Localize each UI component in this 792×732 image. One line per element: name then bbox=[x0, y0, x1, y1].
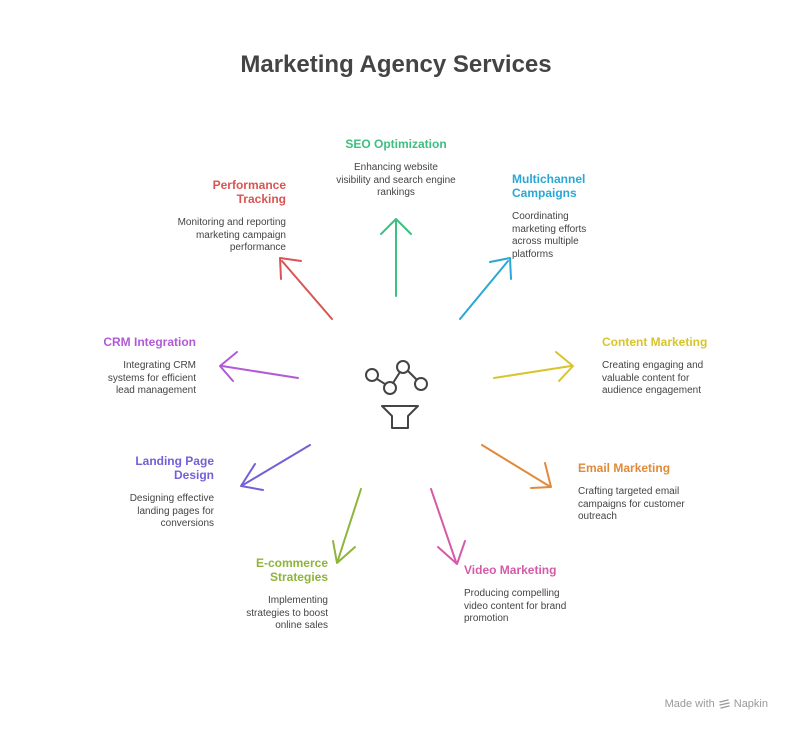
service-performance-tracking: Performance Tracking Monitoring and repo… bbox=[176, 178, 286, 255]
napkin-icon bbox=[719, 698, 730, 709]
arrow-video-marketing bbox=[430, 488, 466, 565]
service-ecommerce-strategies: E-commerce Strategies Implementing strat… bbox=[228, 556, 328, 633]
arrow-email-marketing bbox=[481, 444, 552, 489]
arrow-crm-integration bbox=[219, 351, 299, 382]
service-video-marketing: Video Marketing Producing compelling vid… bbox=[464, 563, 574, 626]
service-content-marketing: Content Marketing Creating engaging and … bbox=[602, 335, 712, 398]
service-multichannel-campaigns: Multichannel Campaigns Coordinating mark… bbox=[512, 172, 604, 261]
service-seo-optimization: SEO Optimization Enhancing website visib… bbox=[336, 137, 456, 200]
service-description: Creating engaging and valuable content f… bbox=[602, 360, 704, 396]
service-description: Integrating CRM systems for efficient le… bbox=[107, 360, 196, 396]
network-funnel-icon bbox=[365, 360, 428, 429]
service-description: Crafting targeted email campaigns for cu… bbox=[578, 486, 685, 522]
service-description: Producing compelling video content for b… bbox=[464, 588, 567, 624]
service-label: Video Marketing bbox=[464, 563, 557, 577]
service-description: Designing effective landing pages for co… bbox=[129, 493, 214, 529]
service-label: CRM Integration bbox=[103, 335, 196, 349]
service-label: Email Marketing bbox=[578, 461, 671, 475]
service-email-marketing: Email Marketing Crafting targeted email … bbox=[578, 461, 688, 524]
made-with-text: Made with bbox=[664, 698, 715, 710]
arrow-ecommerce-strategies bbox=[332, 488, 362, 564]
service-label: Landing Page Design bbox=[135, 454, 214, 482]
service-label: Multichannel Campaigns bbox=[512, 172, 586, 200]
service-description: Implementing strategies to boost online … bbox=[246, 595, 328, 631]
service-label: Content Marketing bbox=[602, 335, 708, 349]
napkin-brand: Napkin bbox=[733, 698, 768, 710]
arrow-landing-page-design bbox=[240, 444, 311, 491]
arrow-content-marketing bbox=[493, 351, 574, 382]
service-description: Coordinating marketing efforts across mu… bbox=[512, 211, 587, 260]
service-label: E-commerce Strategies bbox=[255, 556, 328, 584]
service-label: SEO Optimization bbox=[345, 137, 447, 151]
service-description: Monitoring and reporting marketing campa… bbox=[177, 217, 286, 253]
service-crm-integration: CRM Integration Integrating CRM systems … bbox=[96, 335, 196, 398]
arrow-multichannel-campaigns bbox=[459, 257, 512, 320]
page-title: Marketing Agency Services bbox=[240, 51, 552, 78]
service-description: Enhancing website visibility and search … bbox=[336, 162, 456, 198]
footer-watermark: Made with Napkin bbox=[665, 698, 768, 710]
arrow-seo-optimization bbox=[380, 218, 412, 297]
arrow-performance-tracking bbox=[279, 257, 333, 320]
service-label: Performance Tracking bbox=[212, 178, 286, 206]
service-landing-page-design: Landing Page Design Designing effective … bbox=[124, 454, 214, 531]
